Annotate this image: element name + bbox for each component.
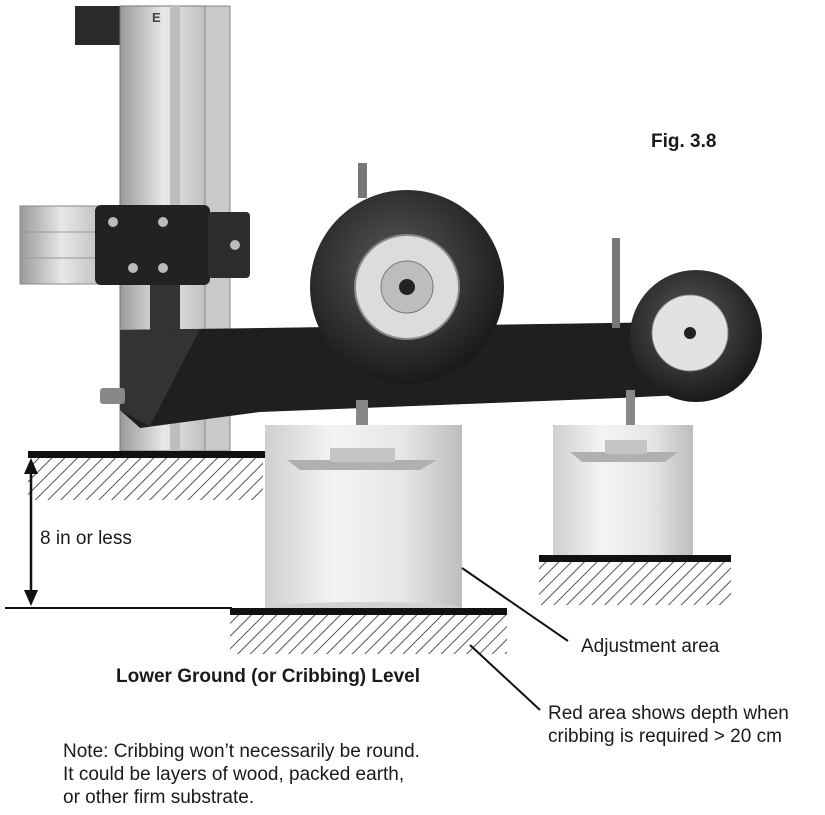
- small-cribbing-cylinder: [553, 425, 693, 555]
- svg-text:E: E: [152, 10, 161, 25]
- lower-level-label: Lower Ground (or Cribbing) Level: [116, 666, 420, 687]
- figure-label: Fig. 3.8: [651, 131, 717, 152]
- mounting-bracket: [95, 205, 250, 330]
- lower-ground: [230, 608, 507, 654]
- adjustment-leader-line: [461, 567, 569, 642]
- right-ground: [539, 555, 731, 605]
- upper-ground: [28, 451, 265, 500]
- red-area-leader-line: [469, 644, 541, 711]
- large-wheel: [310, 163, 504, 384]
- adjustment-area-label: Adjustment area: [581, 636, 720, 657]
- cribbing-note: Note: Cribbing won’t necessarily be roun…: [63, 741, 420, 808]
- height-label: 8 in or less: [40, 528, 132, 549]
- height-dimension-arrow: [24, 458, 38, 606]
- small-wheel: [612, 238, 762, 402]
- large-cribbing-cylinder: [265, 425, 462, 614]
- red-area-label: Red area shows depth when cribbing is re…: [548, 703, 789, 747]
